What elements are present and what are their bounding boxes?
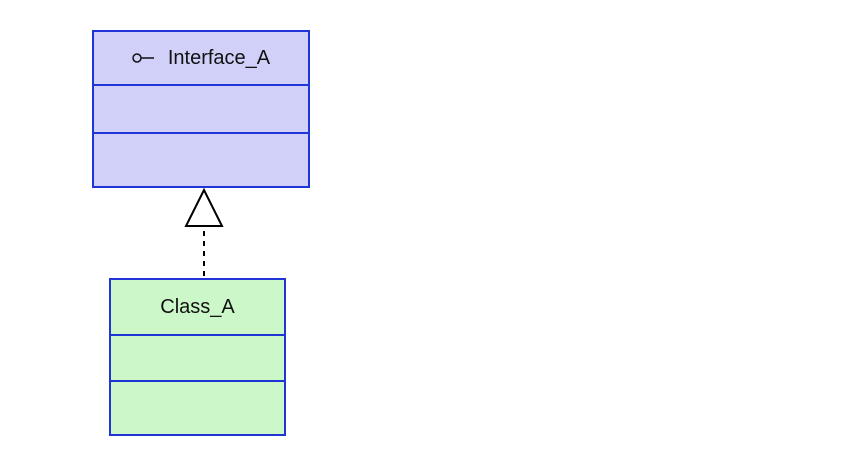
interface-name-compartment: Interface_A (94, 32, 308, 86)
interface-operations-compartment (94, 134, 308, 186)
class-box[interactable]: Class_A (109, 278, 286, 436)
class-name-compartment: Class_A (111, 280, 284, 336)
class-name-label: Class_A (160, 295, 235, 318)
interface-box[interactable]: Interface_A (92, 30, 310, 188)
class-attributes-compartment (111, 336, 284, 382)
interface-name-label: Interface_A (167, 46, 271, 69)
realization-arrowhead-icon (184, 187, 224, 227)
class-operations-compartment (111, 382, 284, 434)
interface-attributes-compartment (94, 86, 308, 134)
interface-lollipop-icon (132, 52, 154, 64)
